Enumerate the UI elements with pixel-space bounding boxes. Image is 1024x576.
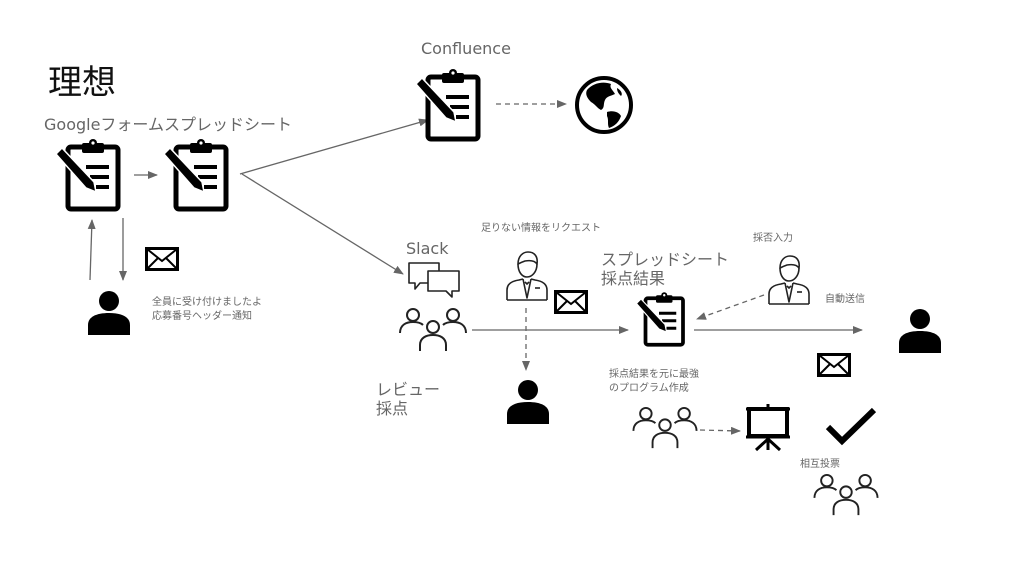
arrow-hr-to-sheet-result bbox=[696, 294, 765, 320]
arrow-team-to-presentation bbox=[699, 426, 741, 435]
label-decision-input: 採否入力 bbox=[753, 233, 793, 244]
arrow-sheet-to-confluence bbox=[239, 118, 429, 175]
group-icon bbox=[632, 406, 698, 449]
envelope-icon bbox=[145, 247, 179, 271]
businessman-icon bbox=[506, 251, 548, 301]
label-sheet-result: スプレッドシート 採点結果 bbox=[601, 250, 729, 288]
label-sheet-result-line2: 採点結果 bbox=[601, 269, 666, 289]
envelope-icon bbox=[817, 353, 851, 377]
page-title: 理想 bbox=[48, 63, 116, 103]
arrow-applicant-to-form bbox=[87, 219, 96, 281]
label-ack-line2: 応募番号ヘッダー通知 bbox=[152, 310, 252, 322]
chat-bubbles-icon bbox=[408, 262, 460, 298]
label-sheet-result-line1: スプレッドシート bbox=[601, 250, 730, 269]
label-ack-line1: 全員に受け付けましたよ bbox=[152, 297, 262, 308]
label-review: レビュー 採点 bbox=[376, 380, 440, 418]
clipboard-pencil-icon bbox=[635, 292, 685, 347]
label-program-creation: 採点結果を元に最強 のプログラム作成 bbox=[609, 368, 699, 395]
envelope-icon bbox=[554, 290, 588, 314]
label-ack-notice: 全員に受け付けましたよ 応募番号ヘッダー通知 bbox=[152, 296, 262, 323]
label-review-line1: レビュー bbox=[376, 380, 441, 399]
clipboard-pencil-icon bbox=[54, 139, 121, 212]
label-review-line2: 採点 bbox=[376, 399, 409, 419]
clipboard-pencil-icon bbox=[414, 69, 481, 142]
label-auto-send: 自動送信 bbox=[825, 294, 865, 305]
group-icon bbox=[813, 473, 879, 516]
businessman-icon bbox=[768, 255, 810, 305]
person-icon bbox=[507, 380, 549, 424]
person-icon bbox=[899, 309, 941, 353]
clipboard-pencil-icon bbox=[162, 139, 229, 212]
group-icon bbox=[399, 308, 467, 351]
presentation-board-icon bbox=[746, 404, 790, 452]
checkmark-icon bbox=[825, 407, 877, 446]
label-slack: Slack bbox=[406, 239, 449, 258]
label-program-line2: のプログラム作成 bbox=[609, 382, 689, 394]
label-google-form-sheet: Googleフォームスプレッドシート bbox=[44, 115, 292, 134]
label-program-line1: 採点結果を元に最強 bbox=[609, 369, 699, 380]
label-confluence: Confluence bbox=[421, 39, 511, 58]
arrow-sheet-to-slack bbox=[241, 173, 404, 275]
person-icon bbox=[88, 291, 130, 335]
label-mutual-vote: 相互投票 bbox=[800, 459, 840, 470]
globe-icon bbox=[575, 76, 633, 134]
label-request-missing-info: 足りない情報をリクエスト bbox=[481, 223, 601, 234]
